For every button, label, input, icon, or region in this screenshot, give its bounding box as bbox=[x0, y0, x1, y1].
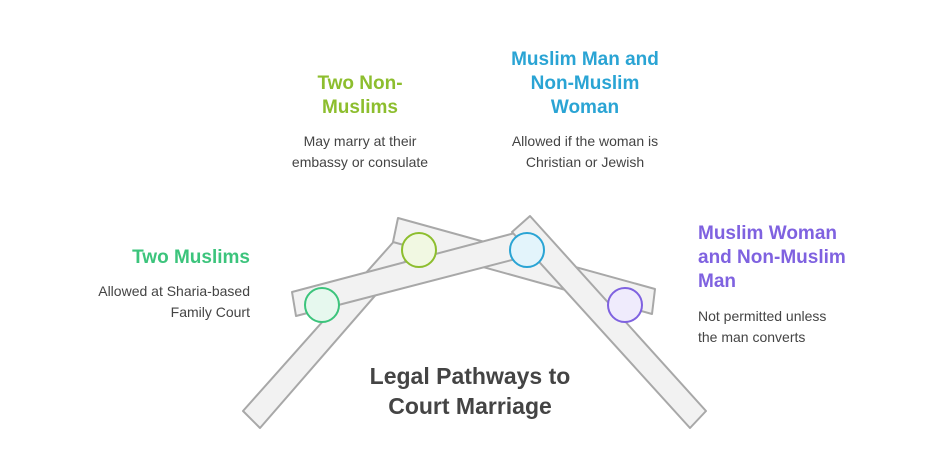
two-non-muslims-marker bbox=[401, 232, 437, 268]
two-non-muslims-description: May marry at their embassy or consulate bbox=[291, 133, 429, 170]
two-muslims-description: Allowed at Sharia-based Family Court bbox=[98, 283, 250, 320]
muslim-woman-non-muslim-man-marker bbox=[607, 287, 643, 323]
right-rafter-beam bbox=[511, 215, 707, 429]
muslim-man-non-muslim-woman-heading: Muslim Man and Non-Muslim Woman bbox=[511, 49, 659, 118]
two-muslims-marker bbox=[304, 287, 340, 323]
muslim-woman-non-muslim-man-heading: Muslim Woman and Non-Muslim Man bbox=[698, 223, 846, 292]
diagram-title: Legal Pathways to Court Marriage bbox=[369, 363, 571, 419]
two-muslims-heading: Two Muslims bbox=[132, 247, 250, 268]
muslim-woman-non-muslim-man-description: Not permitted unless the man converts bbox=[698, 308, 827, 345]
two-non-muslims-heading: Two Non- Muslims bbox=[317, 73, 403, 118]
muslim-man-non-muslim-woman-description: Allowed if the woman is Christian or Jew… bbox=[511, 133, 659, 170]
muslim-man-non-muslim-woman-marker bbox=[509, 232, 545, 268]
